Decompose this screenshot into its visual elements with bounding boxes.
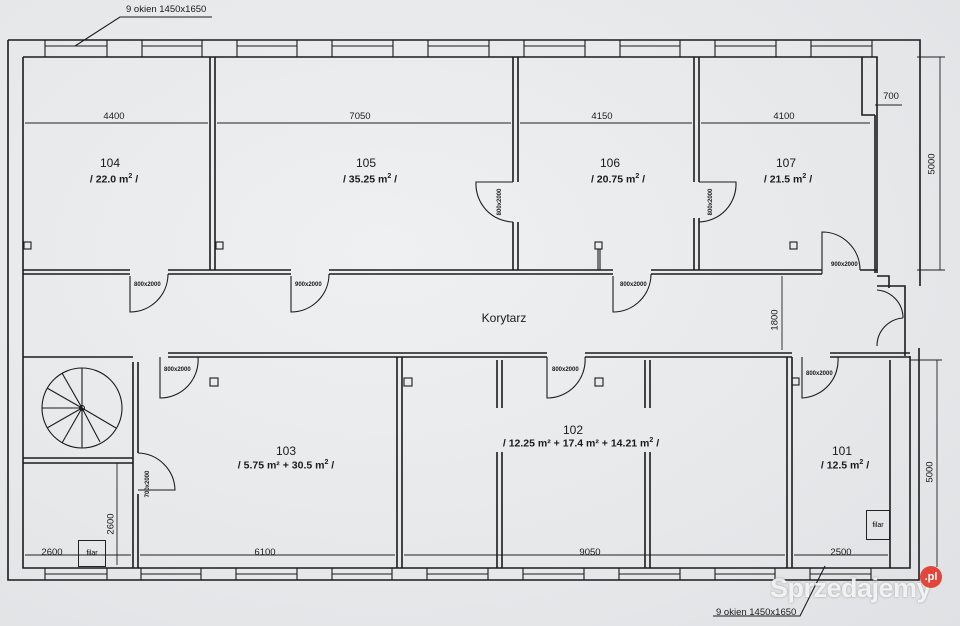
dim-stair-room-width: 2600 [41, 547, 63, 558]
room-101-number: 101 [831, 444, 853, 458]
watermark-badge: .pl [920, 566, 942, 588]
dim-room-104-width: 4400 [103, 111, 125, 122]
room-107-number: 107 [775, 156, 797, 170]
dim-room-105-width: 7050 [349, 111, 371, 122]
room-105-number: 105 [355, 156, 377, 170]
dim-room-102-width: 9050 [579, 547, 601, 558]
door-106-side-label: 800x2000 [497, 188, 503, 216]
room-102-number: 102 [562, 423, 584, 437]
room-103-area: / 5.75 m² + 30.5 m2 / [237, 459, 335, 472]
window-note-top: 9 okien 1450x1650 [126, 4, 207, 15]
door-102-label: 800x2000 [552, 367, 579, 373]
room-106-number: 106 [599, 156, 621, 170]
dim-stair-room-height: 2600 [105, 513, 117, 535]
pillar-left: filar [78, 540, 106, 567]
window-note-bottom: 9 okien 1450x1650 [716, 607, 797, 618]
room-106-area: / 20.75 m2 / [590, 173, 646, 186]
door-107-side-label: 800x2000 [708, 188, 714, 216]
door-101-label: 800x2000 [806, 371, 833, 377]
room-104-area: / 22.0 m2 / [89, 173, 139, 186]
door-103-side-label: 700x2000 [145, 470, 151, 498]
dim-niche-700: 700 [883, 91, 899, 102]
dim-room-101-width: 2500 [830, 547, 852, 558]
door-105-label: 900x2000 [295, 282, 322, 288]
door-103-label: 800x2000 [164, 367, 191, 373]
room-101-area: / 12.5 m2 / [820, 459, 870, 472]
pillar-right: filar [866, 510, 890, 540]
room-102-area: / 12.25 m² + 17.4 m² + 14.21 m2 / [502, 437, 660, 450]
dim-height-top: 5000 [926, 153, 938, 175]
door-106-corridor-label: 800x2000 [620, 282, 647, 288]
dim-room-103-width: 6100 [254, 547, 276, 558]
dim-room-106-width: 4150 [591, 111, 613, 122]
room-104-number: 104 [99, 156, 121, 170]
room-103-number: 103 [275, 444, 297, 458]
dim-height-bottom: 5000 [924, 461, 936, 483]
corridor-label: Korytarz [481, 311, 527, 325]
dim-room-107-width: 4100 [773, 111, 795, 122]
watermark-logo: Sprzedajemy [770, 573, 932, 603]
room-105-area: / 35.25 m2 / [342, 173, 398, 186]
door-107-corridor-label: 900x2000 [831, 262, 858, 268]
dim-corridor-width: 1800 [769, 309, 781, 331]
room-107-area: / 21.5 m2 / [763, 173, 813, 186]
door-104-label: 800x2000 [134, 282, 161, 288]
